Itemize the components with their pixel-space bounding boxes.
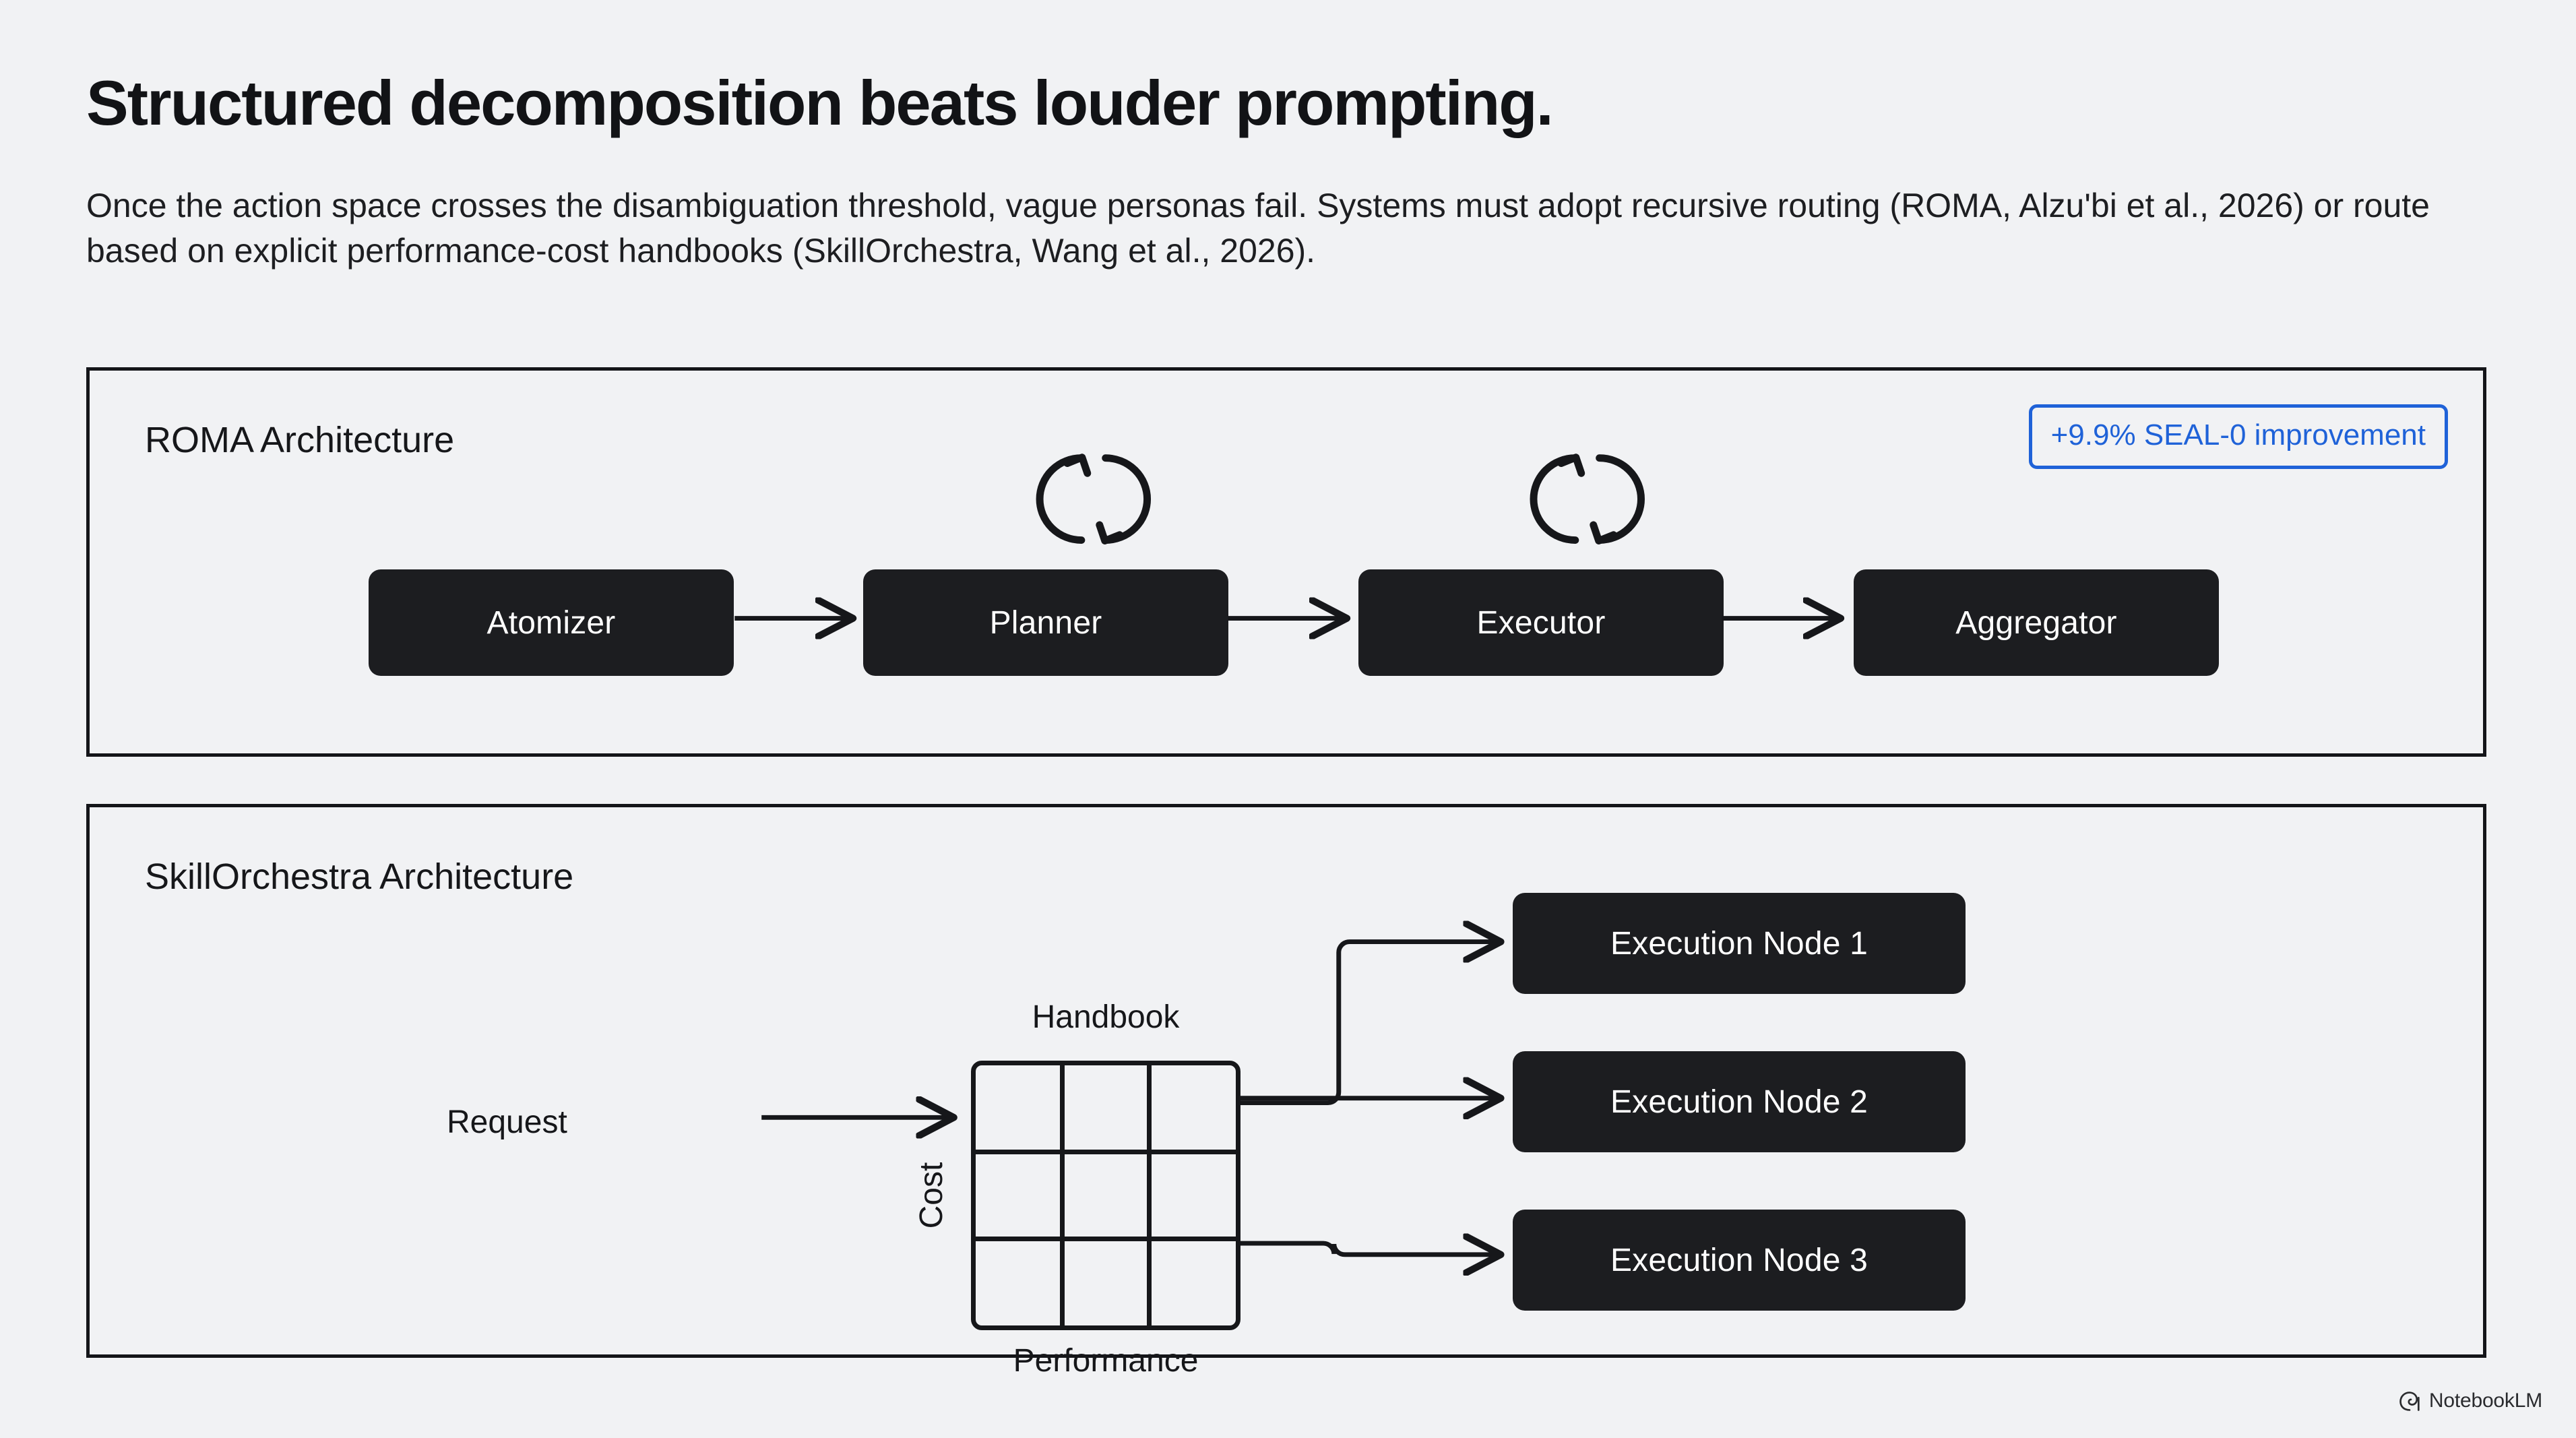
execution-node-label: Execution Node 3 [1610, 1242, 1868, 1278]
execution-node-2[interactable]: Execution Node 2 [1513, 1051, 1966, 1152]
matrix-divider-horizontal [976, 1236, 1236, 1241]
matrix-divider-horizontal [976, 1150, 1236, 1155]
roma-node-label: Aggregator [1955, 604, 2117, 641]
matrix-divider-vertical [1146, 1065, 1152, 1325]
matrix-divider-vertical [1060, 1065, 1065, 1325]
skill-panel-title: SkillOrchestra Architecture [145, 856, 574, 897]
notebook-spiral-icon [2399, 1392, 2420, 1411]
handbook-matrix: Handbook Performance Cost [914, 999, 1240, 1379]
roma-node-label: Executor [1476, 604, 1606, 641]
roma-architecture-panel: ROMA Architecture +9.9% SEAL-0 improveme… [86, 367, 2486, 757]
matrix-label-performance: Performance [1013, 1343, 1199, 1379]
roma-node-label: Atomizer [486, 604, 616, 641]
roma-node-label: Planner [989, 604, 1102, 641]
roma-node-aggregator[interactable]: Aggregator [1854, 569, 2219, 676]
request-label: Request [447, 1104, 567, 1140]
watermark-label: NotebookLM [2428, 1389, 2542, 1412]
roma-node-atomizer[interactable]: Atomizer [369, 569, 734, 676]
page-title: Structured decomposition beats louder pr… [86, 67, 1554, 138]
loop-refresh-icon [1036, 454, 1152, 544]
status-badge: +9.9% SEAL-0 improvement [2028, 404, 2448, 469]
roma-node-executor[interactable]: Executor [1358, 569, 1724, 676]
execution-node-3[interactable]: Execution Node 3 [1513, 1210, 1966, 1311]
loop-refresh-icon [1530, 454, 1645, 544]
page-subtitle: Once the action space crosses the disamb… [86, 187, 2430, 270]
matrix-grid [971, 1061, 1240, 1330]
skillorchestra-architecture-panel: SkillOrchestra Architecture Request Hand… [86, 804, 2486, 1379]
execution-node-label: Execution Node 2 [1610, 1084, 1868, 1120]
execution-node-label: Execution Node 1 [1610, 925, 1868, 962]
matrix-label-handbook: Handbook [1032, 999, 1180, 1035]
execution-node-1[interactable]: Execution Node 1 [1513, 893, 1966, 994]
arrow-matrix-to-node-3 [1240, 1243, 1498, 1255]
roma-panel-title: ROMA Architecture [145, 420, 455, 460]
notebooklm-watermark: NotebookLM [2398, 1389, 2542, 1412]
matrix-label-cost: Cost [913, 1162, 949, 1229]
roma-node-planner[interactable]: Planner [863, 569, 1228, 676]
arrow-matrix-to-node-1 [1240, 942, 1498, 1106]
